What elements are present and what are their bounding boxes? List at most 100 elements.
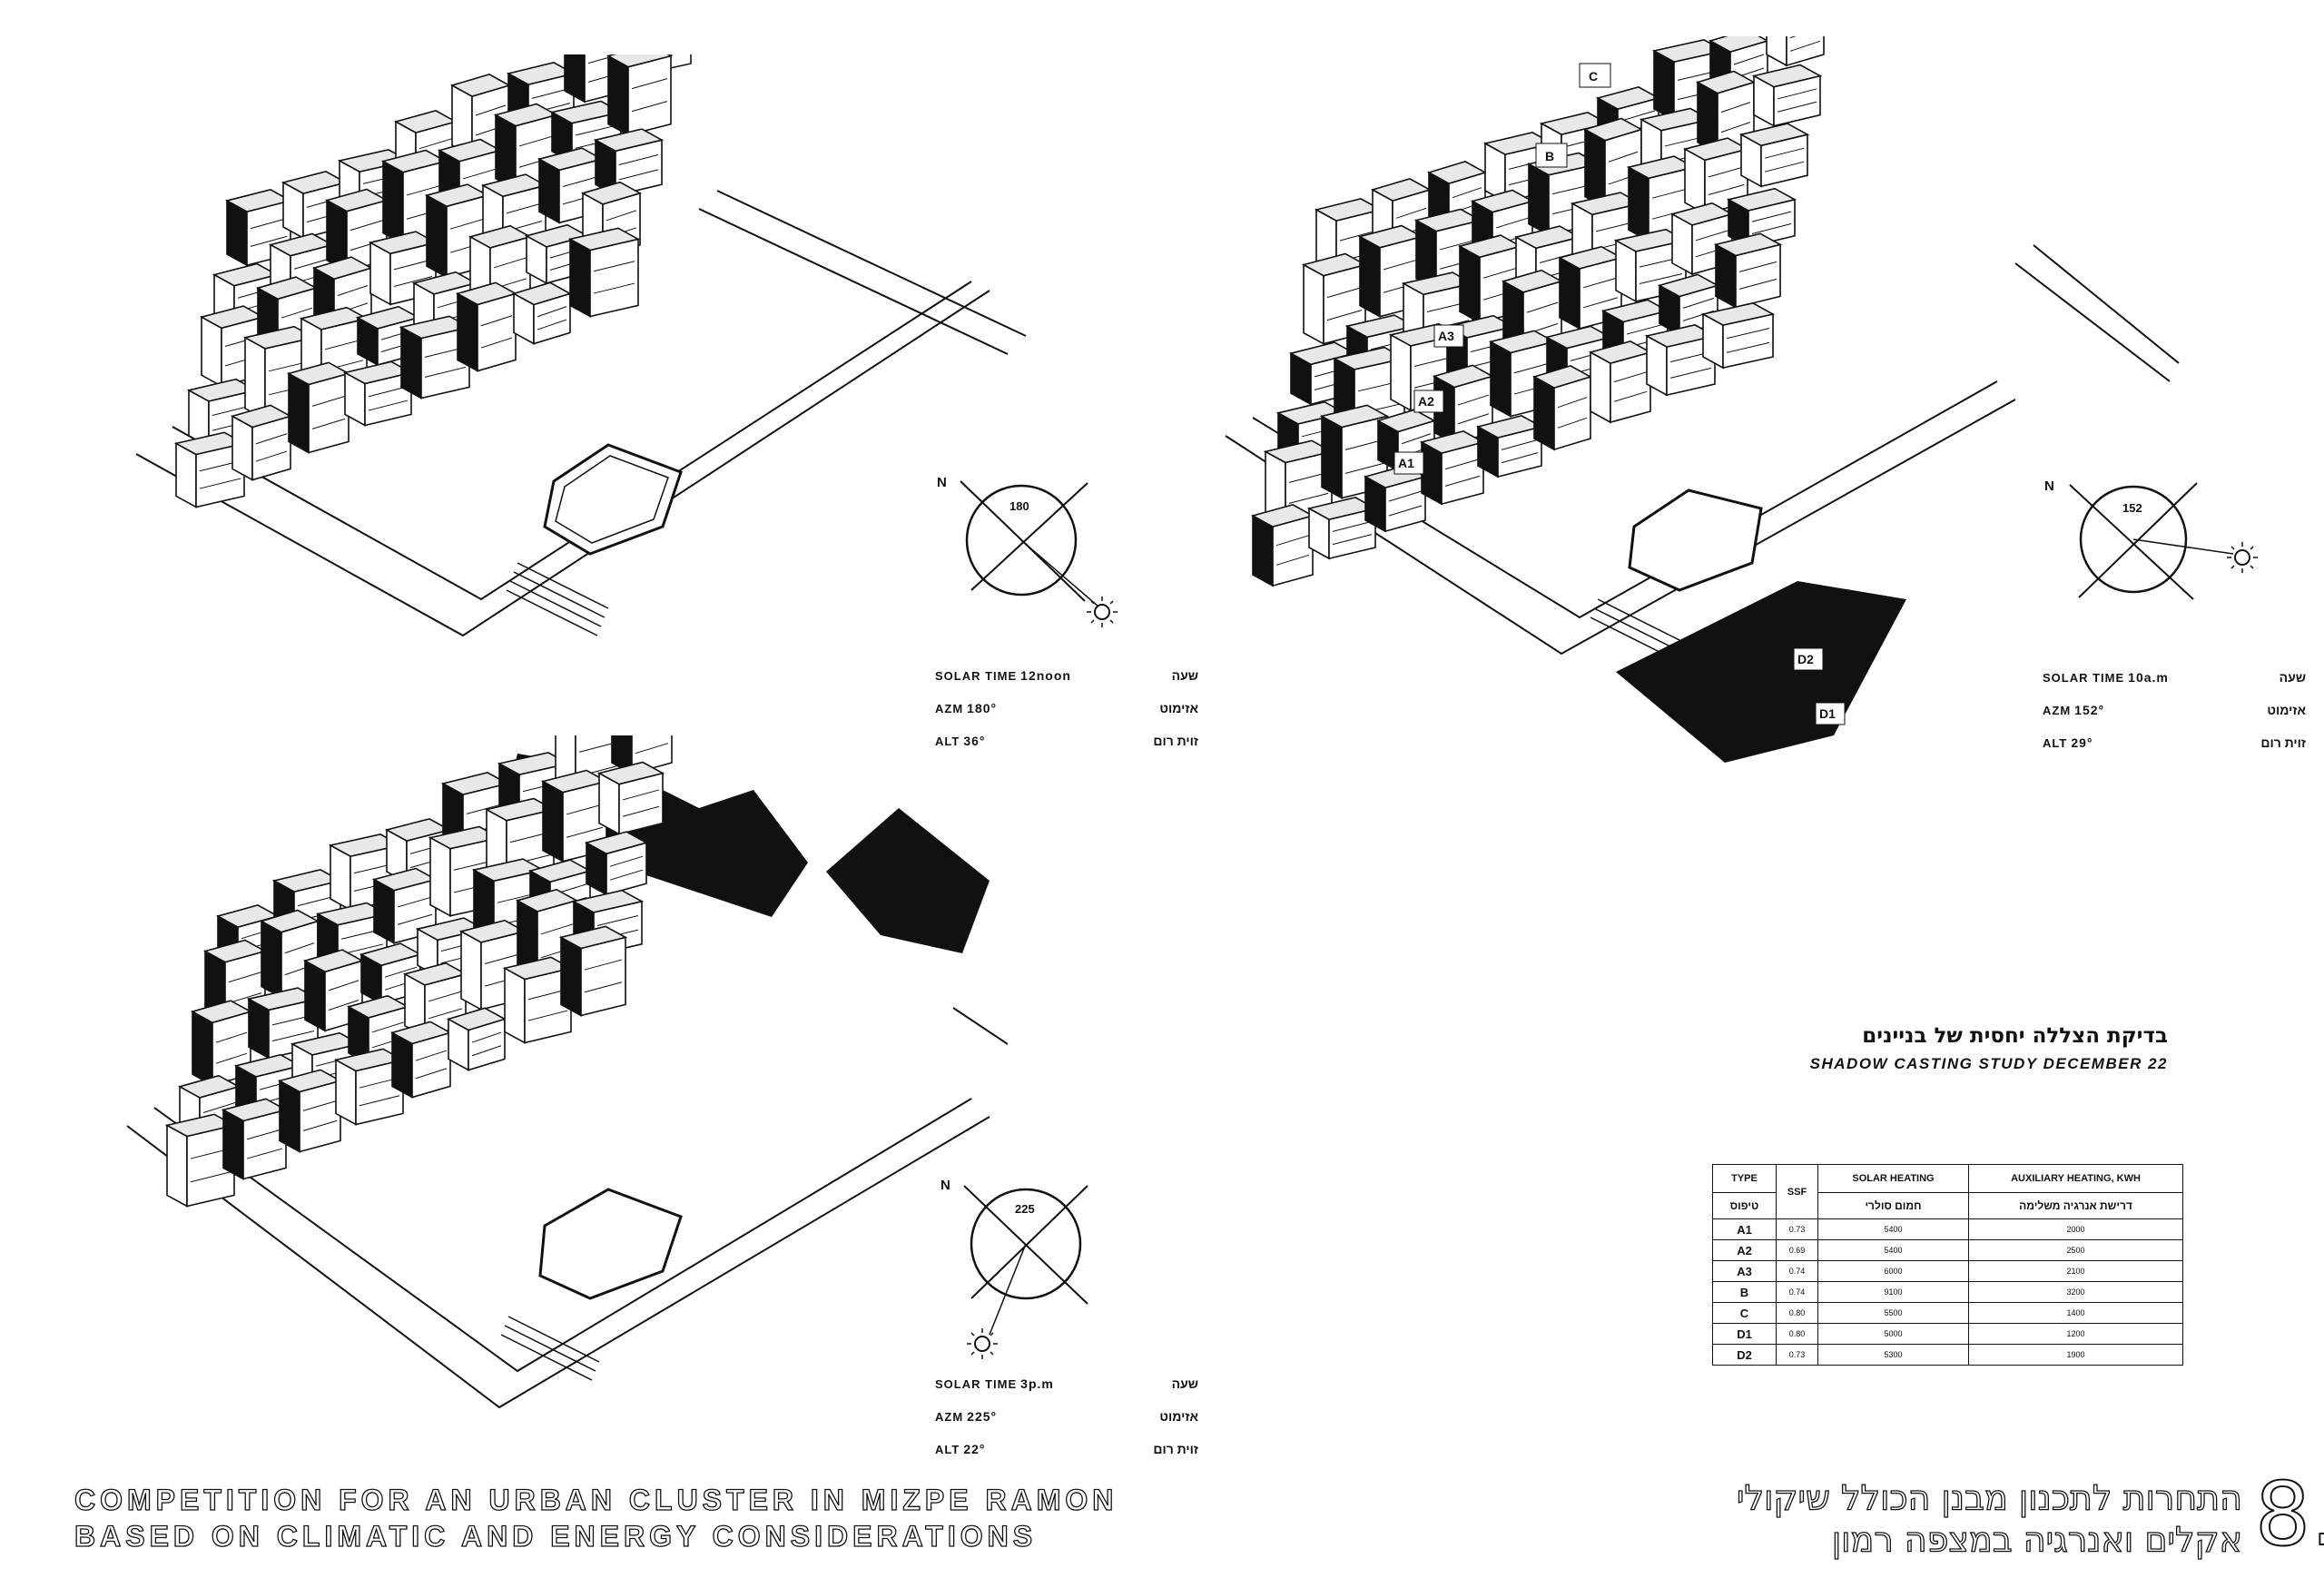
column-header-solar-heating-hebrew: חמום סולרי [1817,1192,1969,1219]
solar-time-value: 12noon [1020,668,1071,683]
table-row: A3 0.74 6000 2100 [1712,1260,2183,1282]
cell-solar: 5400 [1817,1239,1969,1261]
cell-solar: 5500 [1817,1302,1969,1324]
north-label: N [937,475,947,490]
azimuth-label: AZM [2043,704,2072,717]
azimuth-hebrew: אזימוט [1159,701,1198,715]
sun-icon [1087,597,1118,627]
solar-time-label: SOLAR TIME [2043,671,2125,685]
cell-ssf: 0.80 [1776,1323,1818,1345]
solar-time-hebrew: שעה [1171,668,1198,683]
central-plaza [543,443,683,556]
study-title-hebrew: בדיקת הצללה יחסית של בניינים [1862,1024,2168,1048]
compass-morning: N 152 [2044,478,2258,600]
cast-shadow [826,808,990,953]
column-header-type: TYPE [1712,1164,1777,1193]
isometric-view-noon [135,54,1027,637]
cell-type: C [1712,1302,1777,1324]
unit-label-d2: D2 [1797,652,1814,666]
cell-ssf: 0.74 [1776,1281,1818,1303]
column-header-type-hebrew: טיפוס [1712,1192,1777,1219]
north-label: N [940,1178,950,1193]
cell-ssf: 0.69 [1776,1239,1818,1261]
cell-aux: 1900 [1968,1344,2183,1366]
isometric-view-afternoon [126,735,1008,1409]
cell-ssf: 0.73 [1776,1344,1818,1366]
study-title: SHADOW CASTING STUDY DECEMBER 22 [1809,1055,2168,1072]
cell-solar: 5000 [1817,1323,1969,1345]
building-blocks [164,735,673,1208]
azimuth-label: AZM [935,702,964,715]
solar-time-value: 3p.m [1020,1376,1054,1391]
column-header-ssf: SSF [1776,1164,1818,1219]
cell-ssf: 0.73 [1776,1218,1818,1240]
altitude-value: 36° [963,734,986,748]
cell-aux: 1400 [1968,1302,2183,1324]
unit-label-d1: D1 [1819,706,1836,721]
cell-ssf: 0.80 [1776,1302,1818,1324]
building-blocks [1250,36,1825,587]
unit-label-a2: A2 [1418,394,1434,409]
cell-aux: 1200 [1968,1323,2183,1345]
column-header-auxiliary-heating: AUXILIARY HEATING, KWH [1968,1164,2183,1193]
solar-time-label: SOLAR TIME [935,669,1018,683]
cell-type: D1 [1712,1323,1777,1345]
cell-type: D2 [1712,1344,1777,1366]
azimuth-degree: 180 [1009,499,1029,513]
cell-solar: 6000 [1817,1260,1969,1282]
azimuth-hebrew: אזימוט [1159,1409,1198,1424]
azimuth-value: 225° [967,1409,998,1424]
heating-table: TYPE SSF SOLAR HEATING AUXILIARY HEATING… [1712,1164,2183,1366]
solar-time-hebrew: שעה [2279,670,2306,685]
table-row: A2 0.69 5400 2500 [1712,1239,2183,1261]
footer-hebrew-line-2: אקלים ואנרגיה במצפה רמון [1831,1519,2242,1560]
altitude-value: 22° [963,1442,986,1456]
cell-aux: 2500 [1968,1239,2183,1261]
cell-type: A2 [1712,1239,1777,1261]
altitude-label: ALT [935,735,960,748]
table-row: A1 0.73 5400 2000 [1712,1218,2183,1240]
solar-time-hebrew: שעה [1171,1376,1198,1391]
footer-hebrew-line-1: התחרות לתכנון מבנן הכולל שיקולי [1736,1477,2242,1518]
compass-noon: N 180 [937,475,1118,627]
cell-type: B [1712,1281,1777,1303]
column-header-auxiliary-heating-hebrew: דרישת אנרגיה משלימה [1968,1192,2183,1219]
plaza-stairs [500,1316,600,1381]
azimuth-label: AZM [935,1410,964,1424]
footer-title-line-2: BASED ON CLIMATIC AND ENERGY CONSIDERATI… [74,1519,1038,1553]
azimuth-value: 152° [2074,703,2105,717]
azimuth-value: 180° [967,701,998,715]
plaza-stairs [1590,598,1689,664]
cell-solar: 9100 [1817,1281,1969,1303]
cell-type: A3 [1712,1260,1777,1282]
cell-aux: 2000 [1968,1218,2183,1240]
altitude-label: ALT [2043,736,2068,750]
central-plaza [1628,488,1763,592]
table-row: B 0.74 9100 3200 [1712,1281,2183,1303]
building-blocks [173,54,692,508]
unit-label-a1: A1 [1398,456,1414,470]
sun-icon [967,1328,998,1359]
solar-time-value: 10a.m [2128,670,2169,685]
footer-title-line-1: COMPETITION FOR AN URBAN CLUSTER IN MIZP… [74,1483,1118,1516]
unit-label-c: C [1589,69,1598,84]
cast-shadow [1616,581,1906,763]
table-row: C 0.80 5500 1400 [1712,1302,2183,1324]
central-plaza [538,1188,683,1300]
compass-afternoon: N 225 [940,1178,1088,1359]
cell-aux: 2100 [1968,1260,2183,1282]
plate-number: 8. [2254,1464,2324,1565]
cell-type: A1 [1712,1218,1777,1240]
table-row: D1 0.80 5000 1200 [1712,1323,2183,1345]
cell-aux: 3200 [1968,1281,2183,1303]
isometric-view-morning: C B A3 A2 A1 D2 D1 [1225,36,2180,763]
cell-ssf: 0.74 [1776,1260,1818,1282]
azimuth-degree: 225 [1015,1202,1035,1216]
altitude-value: 29° [2071,735,2093,750]
column-header-solar-heating: SOLAR HEATING [1817,1164,1969,1193]
solar-time-label: SOLAR TIME [935,1377,1018,1391]
